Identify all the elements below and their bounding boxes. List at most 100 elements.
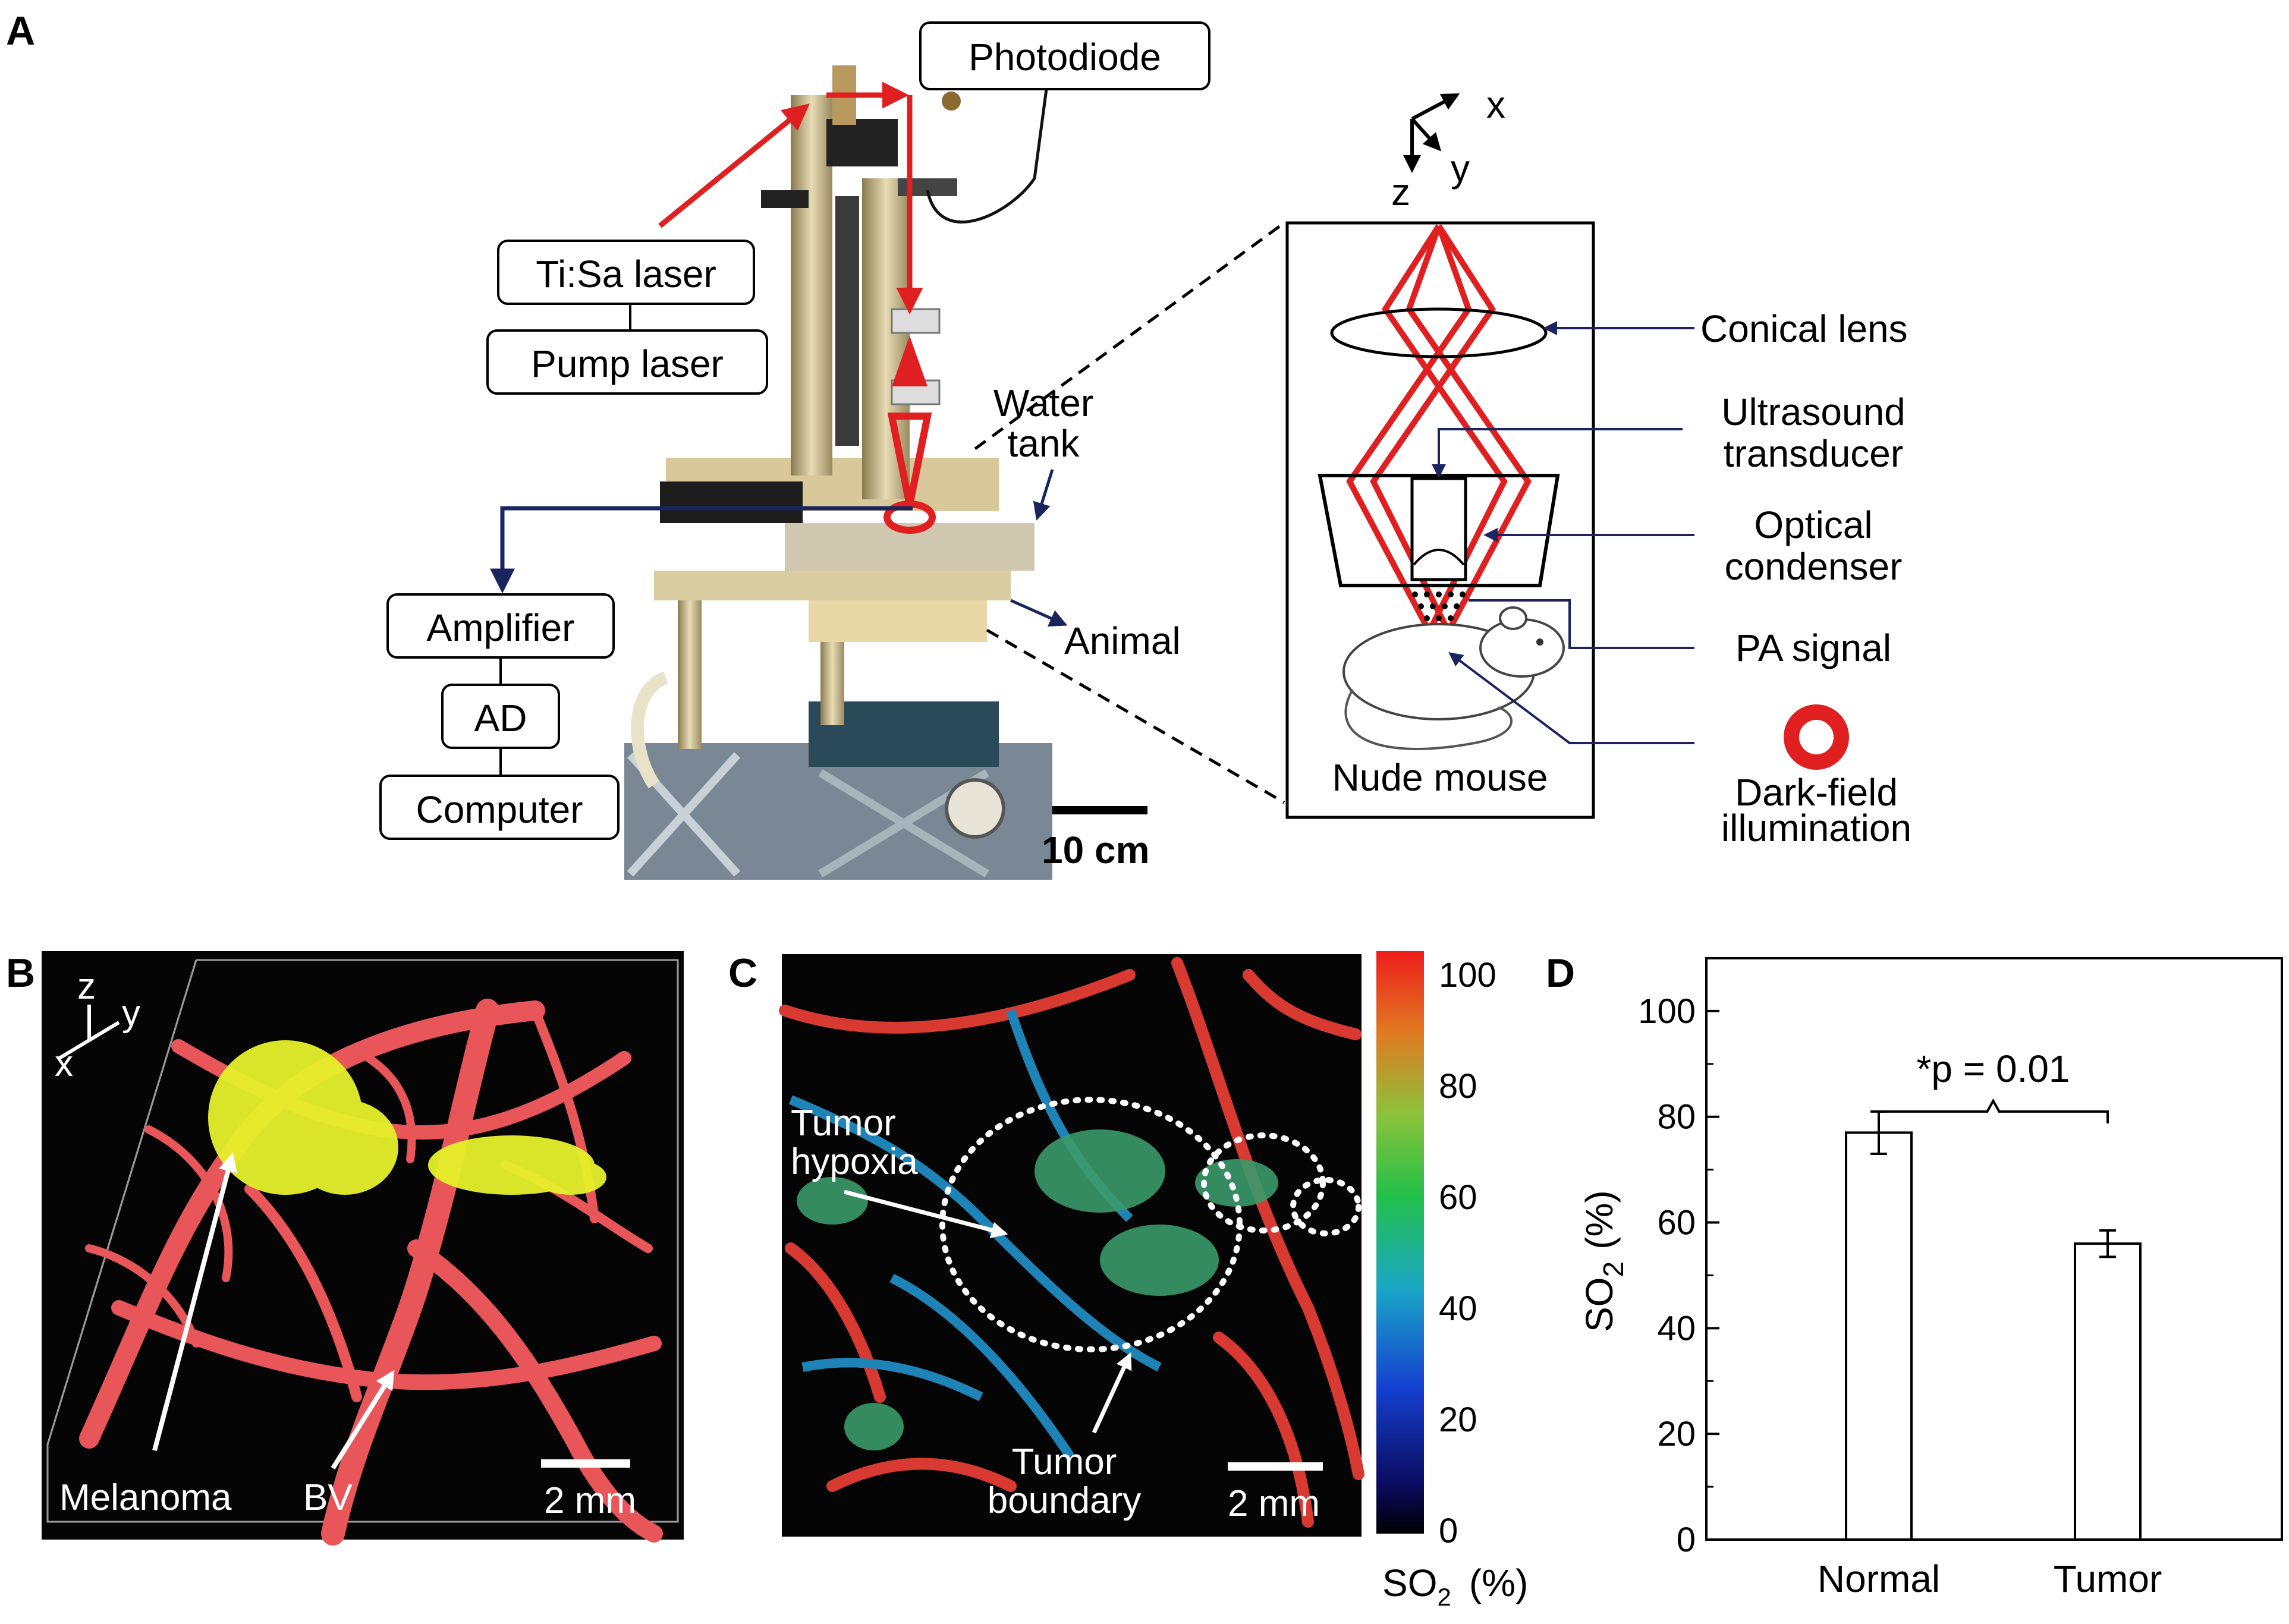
apparatus-photo <box>624 65 1052 880</box>
dark-field-label-2: illumination <box>1721 807 1911 849</box>
y-axis-label: SO2(%) <box>1578 1190 1630 1332</box>
significance-annotation: *p = 0.01 <box>1917 1047 2070 1090</box>
boundary-label-2: boundary <box>988 1480 1142 1521</box>
x-category-label: Normal <box>1818 1557 1940 1600</box>
side-bracket <box>761 190 809 208</box>
colorbar-tick-label: 0 <box>1439 1512 1458 1550</box>
scale-label-b: 2 mm <box>544 1480 636 1521</box>
pump-laser-box: Pump laser <box>486 329 768 395</box>
y-tick-label: 40 <box>1657 1309 1696 1348</box>
ad-box: AD <box>441 684 560 749</box>
pump-laser-label: Pump laser <box>531 342 724 385</box>
hypoxia-label-1: Tumor <box>791 1103 896 1144</box>
ultrasound-transducer-shape <box>1410 477 1467 581</box>
y-tick-label: 100 <box>1638 992 1696 1031</box>
boundary-label-1: Tumor <box>1012 1442 1117 1483</box>
axis-x-a: x <box>1486 83 1505 126</box>
ultrasound-label-2: transducer <box>1724 432 1903 475</box>
jack-knob <box>945 778 1005 839</box>
optical-label-1: Optical <box>1754 503 1872 546</box>
bar-tumor <box>2074 1242 2142 1541</box>
top-mount <box>826 119 898 166</box>
pa-signal-label: PA signal <box>1735 627 1891 669</box>
hypoxia-label-2: hypoxia <box>791 1141 918 1182</box>
panel-letter-d: D <box>1546 951 1575 996</box>
animal-holder <box>809 600 987 642</box>
panel-b-image: x y z <box>42 951 684 1546</box>
colorbar-tick-label: 80 <box>1439 1067 1477 1106</box>
nude-mouse-label: Nude mouse <box>1332 756 1548 799</box>
signal-cable <box>490 506 913 594</box>
axis-z-b: z <box>77 966 96 1007</box>
zoom-line-bottom <box>986 628 1285 804</box>
colorbar-ticks: 100 80 60 40 20 0 <box>1439 956 1496 1550</box>
y-tick-label: 80 <box>1657 1098 1696 1137</box>
schematic-beams <box>1346 224 1532 685</box>
column-rail <box>835 196 859 446</box>
x-category-label: Tumor <box>2054 1557 2162 1600</box>
beam-incoming <box>658 103 810 228</box>
y-tick-label: 0 <box>1677 1521 1696 1559</box>
beam-cone-top <box>892 336 927 386</box>
colorbar-tick-label: 100 <box>1439 956 1496 994</box>
plot-frame <box>1705 957 2283 1541</box>
column-right <box>862 178 910 499</box>
so2-colorbar <box>1376 951 1424 1534</box>
ad-label: AD <box>474 697 527 739</box>
axis-z-a: z <box>1391 171 1410 213</box>
dark-field-label-1: Dark-field <box>1735 771 1898 814</box>
schematic-leaders <box>1432 321 1694 744</box>
beam-ring <box>883 501 936 534</box>
laser-beam <box>658 81 936 534</box>
axis-y-b: y <box>122 993 140 1034</box>
column-left <box>791 95 832 476</box>
optical-label-2: condenser <box>1725 545 1903 588</box>
bar-normal <box>1845 1131 1913 1541</box>
hose <box>631 671 669 789</box>
computer-label: Computer <box>416 788 583 831</box>
animal-label: Animal <box>1064 619 1181 662</box>
mouse-illustration <box>1342 606 1565 750</box>
water-tank-label-1: Water <box>993 382 1093 424</box>
colorbar-label: SO2(%) <box>1382 1562 1528 1611</box>
ultrasound-label-1: Ultrasound <box>1721 391 1906 433</box>
colorbar-tick-label: 20 <box>1439 1400 1477 1439</box>
colorbar-tick-label: 40 <box>1439 1289 1477 1328</box>
tisa-laser-box: Ti:Sa laser <box>497 240 755 305</box>
axis-y-a: y <box>1451 147 1470 190</box>
y-tick-label: 20 <box>1657 1415 1696 1453</box>
animal-arrow <box>1010 599 1068 627</box>
photodiode-label: Photodiode <box>969 36 1161 78</box>
photodiode-head <box>942 92 961 111</box>
panel-letter-c: C <box>728 951 757 996</box>
panel-letter-b: B <box>6 951 35 996</box>
schematic-axes: x y z <box>1391 83 1505 213</box>
colorbar-tick-label: 60 <box>1439 1178 1477 1217</box>
scale-bar-a <box>1052 806 1147 814</box>
amplifier-label: Amplifier <box>427 606 575 649</box>
transducer-lens <box>1413 549 1465 566</box>
bv-label: BV <box>303 1477 353 1518</box>
beam-cone-lower <box>887 413 932 506</box>
scale-label-c: 2 mm <box>1228 1483 1320 1524</box>
significance-bracket <box>1878 1098 2109 1123</box>
amplifier-box: Amplifier <box>386 593 615 659</box>
motor-stage <box>660 481 803 523</box>
panel-letter-a: A <box>6 8 35 53</box>
water-tank-arrow <box>1033 469 1054 521</box>
water-tank-label-2: tank <box>1008 422 1080 465</box>
conical-lens-label: Conical lens <box>1700 307 1908 350</box>
axis-x-b: x <box>55 1043 73 1084</box>
computer-box: Computer <box>379 775 620 840</box>
y-tick-label: 60 <box>1657 1204 1696 1242</box>
scale-label-a: 10 cm <box>1042 829 1149 871</box>
dark-field-icon <box>1784 704 1849 770</box>
pa-signal-dots <box>1412 591 1466 621</box>
mount-ring-1 <box>891 308 941 334</box>
photodiode-box: Photodiode <box>919 21 1210 90</box>
melanoma-label: Melanoma <box>59 1477 232 1518</box>
tisa-laser-label: Ti:Sa laser <box>536 253 716 295</box>
optical-condenser-shape <box>1318 474 1560 587</box>
